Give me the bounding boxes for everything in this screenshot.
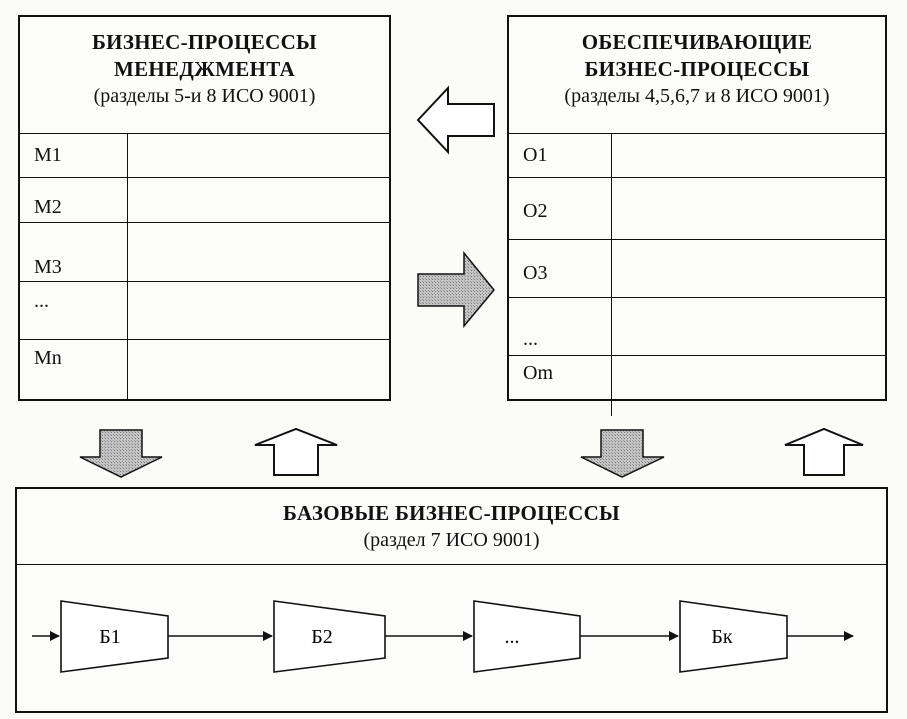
supporting-row-code: О3 bbox=[523, 262, 548, 284]
supporting-processes-box: ОБЕСПЕЧИВАЮЩИЕ БИЗНЕС-ПРОЦЕССЫ (разделы … bbox=[507, 15, 887, 416]
management-row-code: Мn bbox=[34, 347, 62, 369]
supporting-title-line2: БИЗНЕС-ПРОЦЕССЫ bbox=[584, 57, 810, 81]
supporting-subtitle: (разделы 4,5,6,7 и 8 ИСО 9001) bbox=[564, 85, 830, 107]
supporting-row-code: О2 bbox=[523, 200, 548, 222]
management-title-line1: БИЗНЕС-ПРОЦЕССЫ bbox=[92, 30, 317, 54]
arrow-up-hollow-icon bbox=[784, 427, 864, 476]
management-row: М1 bbox=[20, 134, 389, 178]
base-processes-box: БАЗОВЫЕ БИЗНЕС-ПРОЦЕССЫ (раздел 7 ИСО 90… bbox=[15, 487, 888, 713]
management-title-line2: МЕНЕДЖМЕНТА bbox=[114, 57, 295, 81]
supporting-row: О2 bbox=[509, 178, 885, 240]
management-row-code: М3 bbox=[34, 256, 62, 278]
process-stage-shape bbox=[473, 600, 581, 673]
management-row-code: М1 bbox=[34, 144, 62, 166]
supporting-row: О1 bbox=[509, 134, 885, 178]
arrow-right-shaded-icon bbox=[417, 250, 495, 329]
process-stage-shape bbox=[273, 600, 386, 673]
supporting-header: ОБЕСПЕЧИВАЮЩИЕ БИЗНЕС-ПРОЦЕССЫ (разделы … bbox=[509, 17, 885, 134]
process-stage-label: Б1 bbox=[99, 626, 120, 648]
management-processes-box: БИЗНЕС-ПРОЦЕССЫ МЕНЕДЖМЕНТА (разделы 5-и… bbox=[18, 15, 391, 401]
process-stage-label: Бк bbox=[711, 626, 732, 648]
supporting-row-code: Оm bbox=[523, 362, 553, 384]
management-row: М2 bbox=[20, 178, 389, 223]
base-header: БАЗОВЫЕ БИЗНЕС-ПРОЦЕССЫ (раздел 7 ИСО 90… bbox=[17, 489, 886, 565]
base-subtitle: (раздел 7 ИСО 9001) bbox=[363, 529, 540, 551]
process-stage-label: Б2 bbox=[311, 626, 332, 648]
process-stage-shape bbox=[679, 600, 788, 673]
management-header: БИЗНЕС-ПРОЦЕССЫ МЕНЕДЖМЕНТА (разделы 5-и… bbox=[20, 17, 389, 134]
supporting-row: Оm bbox=[509, 356, 885, 416]
arrow-up-hollow-icon bbox=[254, 427, 338, 476]
arrow-down-shaded-icon bbox=[79, 429, 163, 478]
management-subtitle: (разделы 5-и 8 ИСО 9001) bbox=[93, 85, 316, 107]
management-row-code: М2 bbox=[34, 196, 62, 218]
supporting-row-code: ... bbox=[523, 328, 538, 350]
management-row-code: ... bbox=[34, 290, 49, 312]
management-row: М3 bbox=[20, 223, 389, 282]
management-row: ... bbox=[20, 282, 389, 340]
supporting-row-code: О1 bbox=[523, 144, 548, 166]
supporting-row: ... bbox=[509, 298, 885, 356]
process-chain bbox=[32, 600, 854, 673]
supporting-row: О3 bbox=[509, 240, 885, 298]
base-title: БАЗОВЫЕ БИЗНЕС-ПРОЦЕССЫ bbox=[283, 501, 620, 525]
process-stage-label: ... bbox=[505, 626, 520, 648]
supporting-title-line1: ОБЕСПЕЧИВАЮЩИЕ bbox=[581, 30, 813, 54]
arrow-down-shaded-icon bbox=[580, 429, 665, 478]
arrow-left-hollow-icon bbox=[416, 85, 495, 155]
process-stage-shape bbox=[60, 600, 169, 673]
management-row: Мn bbox=[20, 340, 389, 399]
